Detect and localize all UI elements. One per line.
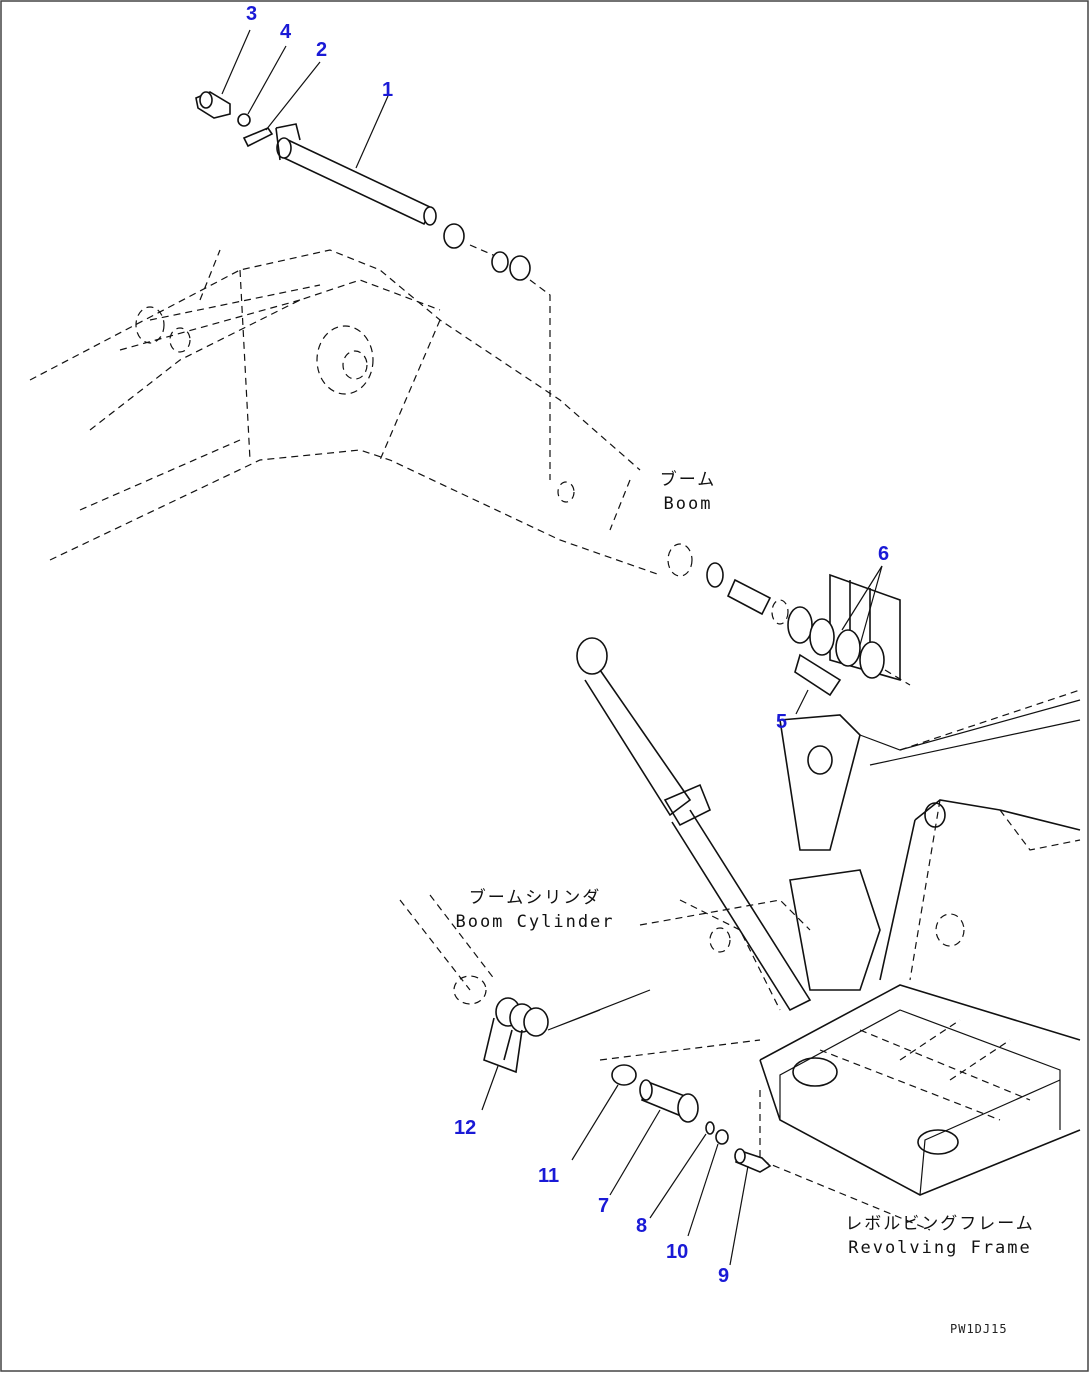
callout-4: 4 (280, 21, 292, 43)
washer-10 (715, 1129, 729, 1145)
bolt-9 (734, 1148, 772, 1173)
bolt-3 (195, 91, 231, 119)
callout-9: 9 (718, 1265, 730, 1287)
callout-11: 11 (538, 1165, 560, 1187)
leader-lines (221, 29, 883, 1266)
label-boom-en: Boom (663, 494, 713, 514)
callout-7: 7 (598, 1195, 610, 1217)
upper-bushings (443, 223, 531, 281)
revolving-frame (599, 689, 1081, 1231)
callout-12: 12 (454, 1117, 477, 1139)
drawing-code: PW1DJ15 (950, 1322, 1008, 1336)
label-revolving-frame-jp: レボルビングフレーム (845, 1214, 1035, 1234)
washer-4 (237, 113, 251, 127)
callout-1: 1 (382, 79, 394, 101)
label-boom-cylinder-jp: ブームシリンダ (468, 888, 602, 908)
callout-5: 5 (776, 711, 788, 733)
boom-outline (29, 249, 693, 577)
callout-2: 2 (316, 39, 328, 61)
boom-cylinder (399, 637, 812, 1012)
washer-11 (611, 1064, 637, 1086)
callout-10: 10 (666, 1241, 689, 1263)
lower-bushings (706, 562, 911, 697)
washer-8 (705, 1121, 715, 1135)
label-boom-cylinder-en: Boom Cylinder (455, 912, 615, 932)
callout-6: 6 (878, 543, 890, 565)
boom-foot-pin (275, 123, 437, 226)
callout-3: 3 (246, 3, 258, 25)
pin-7 (639, 1079, 699, 1123)
plate-2 (242, 127, 274, 148)
label-revolving-frame-en: Revolving Frame (848, 1238, 1032, 1258)
label-boom-jp: ブーム (659, 470, 717, 490)
cylinder-bushings-12 (483, 989, 651, 1074)
callout-8: 8 (636, 1215, 648, 1237)
